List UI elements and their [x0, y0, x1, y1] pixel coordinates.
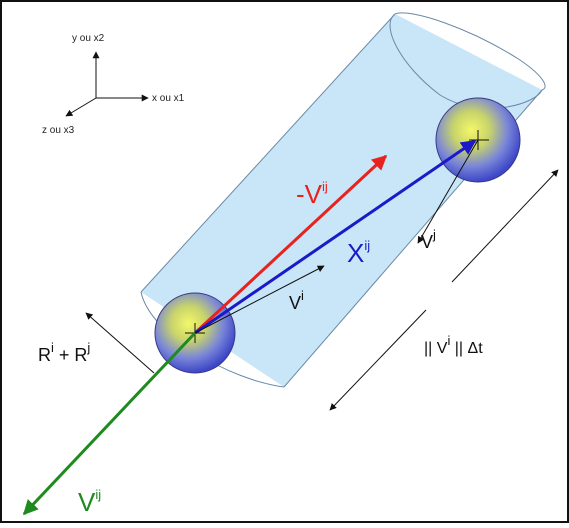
distance-arrow-down — [329, 309, 427, 411]
cylinder-edge-left — [140, 13, 396, 293]
vij-arrow — [22, 331, 197, 516]
vj-label: Vj — [421, 227, 436, 252]
neg-vij-label: -Vij — [296, 179, 328, 209]
xij-label: Xij — [347, 238, 370, 268]
z-axis-label: z ou x3 — [42, 125, 75, 136]
xij-arrow — [194, 139, 477, 335]
cylinder-top-cap — [394, 12, 546, 91]
vij-label: Vij — [78, 487, 101, 517]
x-axis-label: x ou x1 — [152, 93, 185, 104]
vj-arrow — [417, 139, 479, 244]
y-axis-label: y ou x2 — [72, 33, 105, 44]
axes-triad: y ou x2 x ou x1 z ou x3 — [42, 33, 185, 136]
distance-label: || Vi || Δt — [424, 333, 483, 357]
cylinder-body — [141, 14, 542, 387]
radius-sum-label: Ri + Rj — [38, 340, 90, 365]
z-axis-arrow — [65, 97, 97, 117]
distance-arrow-up — [451, 169, 559, 283]
radius-sum-arrow — [85, 312, 155, 374]
neg-vij-arrow — [193, 154, 388, 335]
cylinder-top-cap-front — [389, 13, 543, 109]
vi-label: Vi — [289, 288, 304, 313]
vi-arrow — [194, 265, 325, 334]
